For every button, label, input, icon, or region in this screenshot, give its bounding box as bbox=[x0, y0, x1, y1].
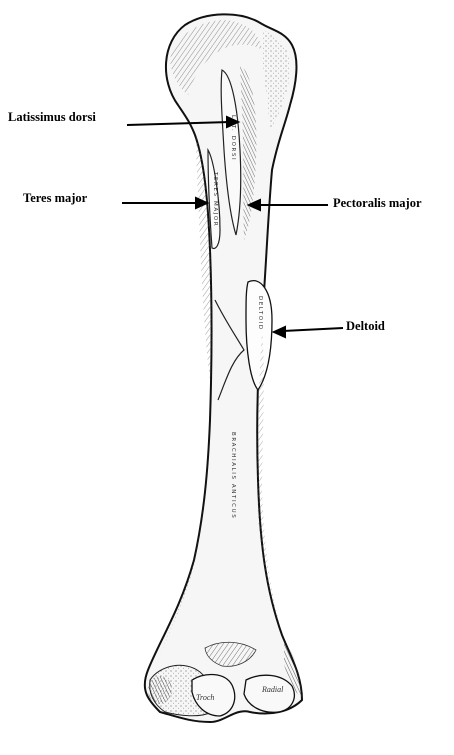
muscle-text-teres: TERES MAJOR bbox=[212, 171, 218, 227]
tiny-text-trochlea: Troch bbox=[196, 693, 214, 702]
muscle-text-brachialis: BRACHIALIS ANTICUS bbox=[230, 432, 236, 519]
label-latissimus-dorsi: Latissimus dorsi bbox=[8, 111, 96, 124]
label-deltoid: Deltoid bbox=[346, 320, 385, 333]
deltoid-arrowhead bbox=[274, 327, 285, 337]
label-pectoralis-major: Pectoralis major bbox=[333, 197, 422, 210]
label-teres-major: Teres major bbox=[23, 192, 87, 205]
tiny-text-radial: Radial bbox=[261, 685, 284, 694]
medial-epicondyle bbox=[148, 676, 172, 704]
muscle-text-deltoid: DELTOID bbox=[257, 296, 263, 331]
deltoid-leader bbox=[283, 328, 343, 331]
